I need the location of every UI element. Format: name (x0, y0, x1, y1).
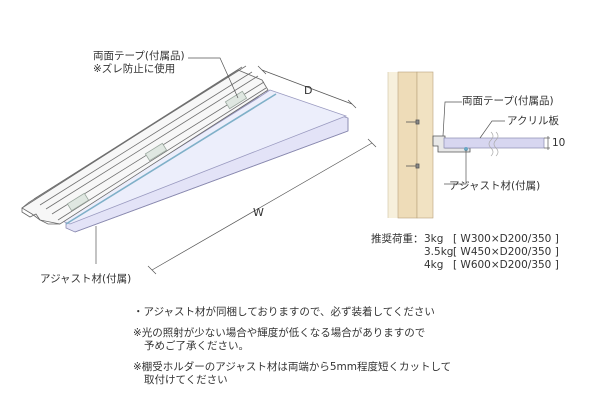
tape-pad (66, 192, 90, 212)
load-spec: [ W600×D200/350 ] (453, 259, 559, 271)
adjuster-label-right: アジャスト材(付属) (449, 180, 541, 192)
acrylic-leader (479, 120, 505, 139)
tape-label-right: 両面テープ(付属品) (462, 95, 554, 107)
width-dimension (147, 138, 377, 275)
depth-label: D (304, 84, 313, 97)
tape-leader-left (188, 57, 239, 99)
tape-label-line2: ※ズレ防止に使用 (93, 63, 176, 75)
depth-dimension (257, 65, 357, 109)
tape-label-line1: 両面テープ(付属品) (93, 50, 185, 62)
tape-leader-right (442, 101, 462, 137)
acrylic-label: アクリル板 (507, 115, 559, 127)
note-2-line2: 予めご了承ください。 (144, 340, 249, 352)
acrylic-plate-top (61, 89, 348, 225)
wall-board (397, 71, 418, 219)
load-spec: [ W300×D200/350 ] (453, 233, 559, 245)
wall-stud (388, 72, 398, 218)
load-value: 3.5kg (424, 246, 454, 258)
isometric-shelf (21, 65, 349, 233)
tape-pad (224, 90, 248, 110)
wall-panel (416, 71, 434, 219)
load-value: 3kg (424, 233, 444, 245)
adjuster-leader-right (444, 150, 467, 185)
load-heading: 推奨荷重： (371, 233, 424, 245)
cross-section (387, 71, 550, 219)
width-label: W (253, 206, 264, 219)
note-3-line2: 取付けてください (144, 374, 228, 386)
adjuster-strip (65, 93, 277, 225)
note-1: ・アジャスト材が同梱しておりますので、必ず装着してください (133, 306, 435, 318)
adjuster-label-left: アジャスト材(付属) (40, 273, 132, 285)
note-2-line1: ※光の照射が少ない場合や輝度が低くなる場合がありますので (133, 327, 426, 339)
adjuster-dot (464, 147, 468, 151)
load-spec: [ W450×D200/350 ] (453, 246, 559, 258)
thickness-label: 10 (552, 137, 566, 149)
note-3-line1: ※棚受ホルダーのアジャスト材は両端から5mm程度短くカットして (133, 361, 452, 373)
tape-pad (144, 142, 168, 162)
load-value: 4kg (424, 259, 444, 271)
